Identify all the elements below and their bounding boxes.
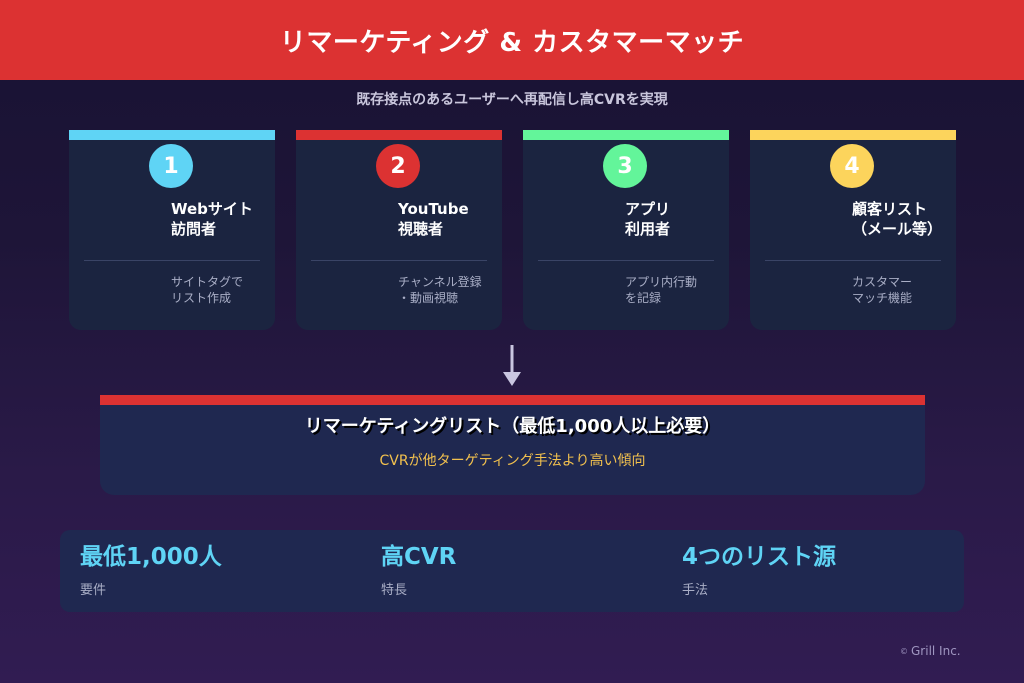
card-accent-bar <box>69 130 275 140</box>
stat-requirement: 最低1,000人 要件 <box>80 542 222 599</box>
source-card-app: 3 アプリ 利用者 アプリ内行動 を記録 <box>523 130 729 330</box>
badge-number: 4 <box>844 153 860 179</box>
arrow-down-icon <box>503 345 521 386</box>
result-accent-bar <box>100 395 925 405</box>
card-divider <box>765 260 941 261</box>
card-accent-bar <box>750 130 956 140</box>
number-badge: 2 <box>376 144 420 188</box>
stat-feature: 高CVR 特長 <box>381 542 456 599</box>
stat-label: 特長 <box>381 583 408 598</box>
card-title: 顧客リスト （メール等） <box>852 200 943 238</box>
badge-number: 3 <box>617 153 633 179</box>
number-badge: 4 <box>830 144 874 188</box>
source-card-website: 1 Webサイト 訪問者 サイトタグで リスト作成 <box>69 130 275 330</box>
card-divider <box>538 260 714 261</box>
card-description: チャンネル登録 ・動画視聴 <box>398 275 482 305</box>
page-title: リマーケティング & カスタマーマッチ <box>279 27 745 58</box>
card-divider <box>311 260 487 261</box>
company-name: Grill Inc. <box>911 644 961 658</box>
card-divider <box>84 260 260 261</box>
stat-value: 高CVR <box>381 544 457 570</box>
copyright-icon: © <box>900 646 908 656</box>
remarketing-list-box: リマーケティングリスト（最低1,000人以上必要） CVRが他ターゲティング手法… <box>100 395 925 495</box>
badge-number: 1 <box>163 153 179 179</box>
header-banner: リマーケティング & カスタマーマッチ <box>0 0 1024 80</box>
copyright-footer: © Grill Inc. <box>900 644 961 658</box>
stat-method: 4つのリスト源 手法 <box>682 542 836 599</box>
result-subtitle: CVRが他ターゲティング手法より高い傾向 <box>379 453 646 469</box>
number-badge: 1 <box>149 144 193 188</box>
card-description: カスタマー マッチ機能 <box>852 275 913 305</box>
result-title: リマーケティングリスト（最低1,000人以上必要） <box>304 416 721 437</box>
badge-number: 2 <box>390 153 406 179</box>
card-accent-bar <box>523 130 729 140</box>
card-accent-bar <box>296 130 502 140</box>
card-title: アプリ 利用者 <box>625 200 671 238</box>
page-subtitle: 既存接点のあるユーザーへ再配信し高CVRを実現 <box>356 92 668 108</box>
stat-label: 要件 <box>80 583 107 598</box>
card-title: Webサイト 訪問者 <box>171 200 253 238</box>
stat-value: 4つのリスト源 <box>682 544 837 570</box>
stat-value: 最低1,000人 <box>80 544 222 570</box>
summary-panel: 最低1,000人 要件 高CVR 特長 4つのリスト源 手法 <box>60 530 964 612</box>
card-description: アプリ内行動 を記録 <box>625 275 698 305</box>
stat-label: 手法 <box>682 583 709 598</box>
number-badge: 3 <box>603 144 647 188</box>
card-description: サイトタグで リスト作成 <box>171 275 244 305</box>
card-title: YouTube 視聴者 <box>398 200 469 238</box>
source-card-youtube: 2 YouTube 視聴者 チャンネル登録 ・動画視聴 <box>296 130 502 330</box>
source-card-customer-list: 4 顧客リスト （メール等） カスタマー マッチ機能 <box>750 130 956 330</box>
